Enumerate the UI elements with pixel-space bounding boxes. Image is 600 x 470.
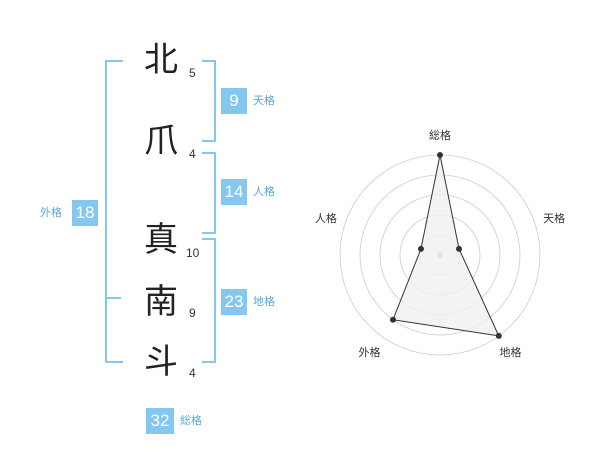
radar-point-3 bbox=[389, 316, 396, 323]
jinkaku-bracket bbox=[202, 152, 216, 234]
jinkaku-label: 人格 bbox=[253, 185, 275, 198]
tenkaku-badge: 9 bbox=[221, 88, 247, 114]
name-char-1: 北 bbox=[144, 40, 178, 80]
name-char-4: 南 bbox=[144, 282, 178, 322]
radar-axis-label-0: 総格 bbox=[429, 128, 451, 142]
radar-point-0 bbox=[437, 152, 443, 158]
soukaku-badge: 32 bbox=[146, 408, 174, 434]
name-char-2: 爪 bbox=[144, 121, 178, 161]
stroke-count-1: 5 bbox=[189, 66, 196, 80]
radar-points bbox=[389, 152, 502, 339]
radar-point-1 bbox=[456, 245, 463, 252]
stroke-count-2: 4 bbox=[189, 147, 196, 161]
gaikaku-bracket bbox=[105, 60, 123, 363]
radar-axis-label-4: 人格 bbox=[315, 211, 337, 225]
name-char-5: 斗 bbox=[144, 342, 178, 382]
chikaku-bracket bbox=[202, 238, 216, 363]
radar-axis-label-1: 天格 bbox=[543, 211, 565, 225]
name-char-3: 真 bbox=[144, 220, 178, 260]
soukaku-label: 総格 bbox=[180, 414, 202, 427]
radar-area bbox=[392, 154, 500, 337]
chikaku-badge: 23 bbox=[221, 289, 247, 315]
chikaku-label: 地格 bbox=[253, 295, 275, 308]
gaikaku-label: 外格 bbox=[40, 206, 62, 219]
jinkaku-badge: 14 bbox=[221, 179, 247, 205]
stroke-count-5: 4 bbox=[189, 366, 196, 380]
gaikaku-bracket-tick bbox=[105, 297, 121, 299]
gaikaku-badge: 18 bbox=[72, 200, 98, 226]
radar-point-4 bbox=[417, 245, 424, 252]
tenkaku-bracket bbox=[202, 60, 216, 142]
tenkaku-label: 天格 bbox=[253, 94, 275, 107]
radar-axis-label-2: 地格 bbox=[500, 345, 522, 359]
radar-point-2 bbox=[495, 332, 502, 339]
radar-axis-label-3: 外格 bbox=[358, 345, 380, 359]
stroke-count-3: 10 bbox=[186, 246, 200, 260]
stroke-count-4: 9 bbox=[189, 306, 196, 320]
